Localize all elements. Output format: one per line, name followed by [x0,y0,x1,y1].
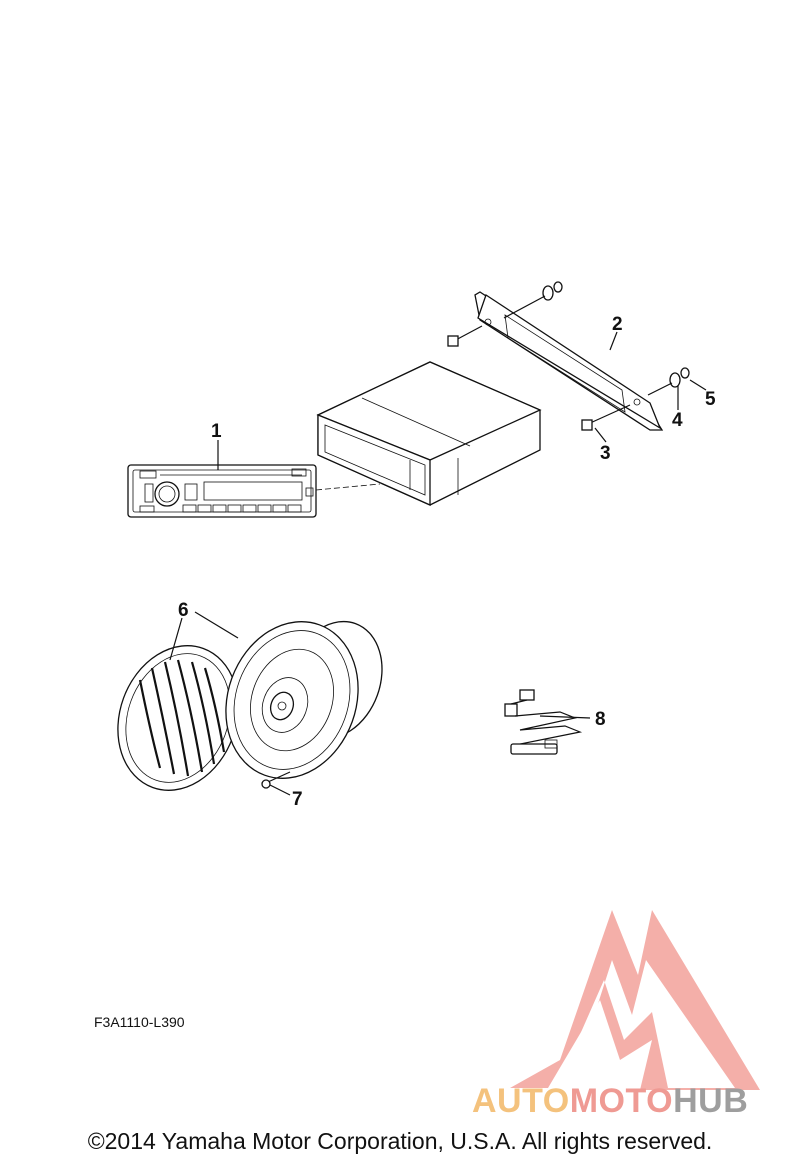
callout-2: 2 [612,314,623,335]
leader-lines [169,331,707,796]
screw-part-3-lower [581,404,631,431]
washer-nut-right [647,367,690,396]
speaker-part-6 [225,620,383,779]
washer-nut-top [503,281,563,319]
screw-part-7 [261,771,291,789]
screw-part-3-upper [447,325,483,347]
wiring-harness-part-8 [504,689,583,755]
callout-7: 7 [292,789,303,810]
watermark-auto: AUTO [472,1082,570,1120]
callout-3: 3 [600,443,611,464]
callout-4: 4 [672,410,683,431]
preset-buttons [182,504,302,513]
head-unit-part-1 [127,464,381,518]
diagram-code: F3A1110-L390 [94,1014,185,1030]
automotohub-logo-text: AUTOMOTOHUB [472,1082,748,1121]
callout-1: 1 [211,421,222,442]
callout-6: 6 [178,600,189,621]
trim-panel-part-2 [474,291,664,431]
copyright-notice: ©2014 Yamaha Motor Corporation, U.S.A. A… [87,1128,713,1154]
callout-5: 5 [705,389,716,410]
watermark-hub: HUB [673,1082,749,1120]
speaker-grille-part-6 [117,645,239,791]
mounting-sleeve [316,361,542,507]
callout-8: 8 [595,709,606,730]
callout-labels: 1 2 3 4 5 6 7 8 [178,314,716,810]
automotohub-logo-triangle [510,910,760,1090]
watermark-moto: MOTO [569,1082,674,1120]
